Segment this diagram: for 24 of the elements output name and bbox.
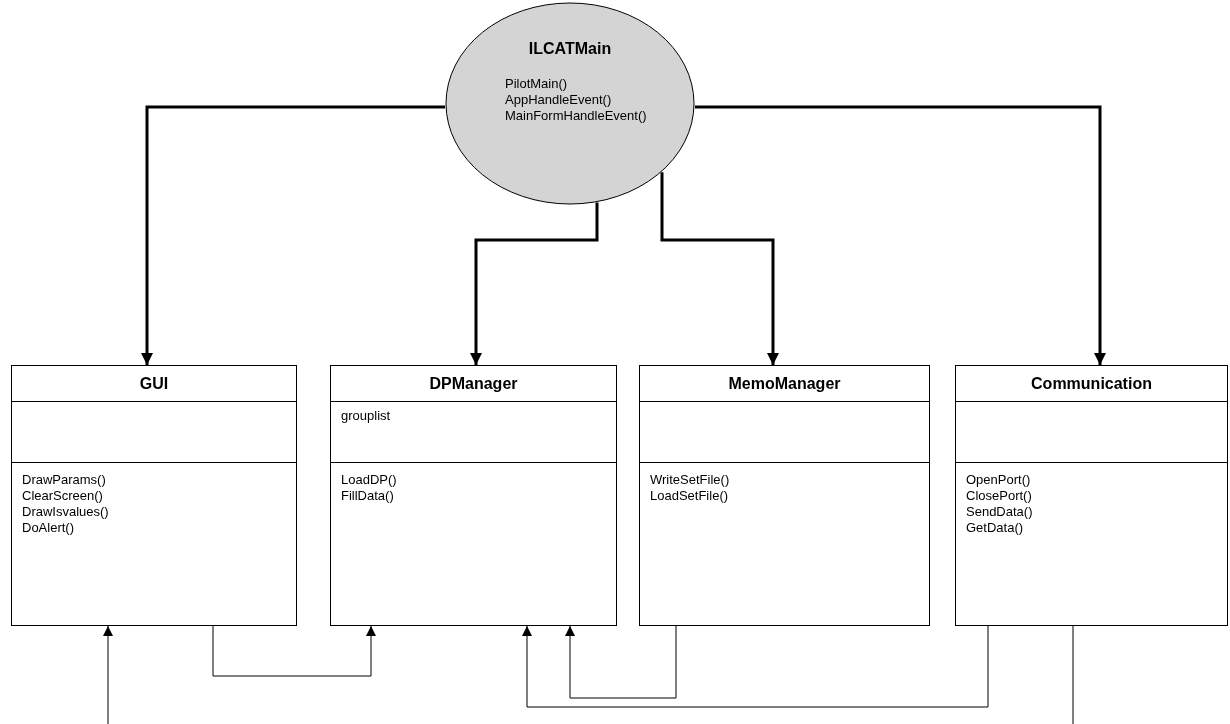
arrow [694,105,1106,365]
method-list: PilotMain() AppHandleEvent() MainFormHandleEvent() [485,76,655,124]
class-box [330,365,617,626]
attribute-list: grouplist [341,408,451,424]
arrow [565,625,677,699]
arrow [522,625,989,708]
class-box [639,365,930,626]
arrow [212,625,376,677]
class-name: MemoManager [728,374,841,393]
method-list: DrawParams() ClearScreen() DrawIsvalues() DoAlert() [22,472,132,536]
arrow [103,625,113,724]
arrow [141,105,446,365]
class-box [955,365,1228,626]
method-list: WriteSetFile() LoadSetFile() [650,472,760,504]
class-name: DPManager [429,374,518,393]
arrow [660,172,779,365]
class-name: Communication [1031,374,1152,393]
method-list: LoadDP() FillData() [341,472,451,504]
class-box [11,365,297,626]
arrow [470,202,599,365]
node-title: ILCATMain [528,40,612,58]
class-name: GUI [139,374,169,393]
connector-line [1072,625,1074,724]
method-list: OpenPort() ClosePort() SendData() GetData() [966,472,1076,536]
